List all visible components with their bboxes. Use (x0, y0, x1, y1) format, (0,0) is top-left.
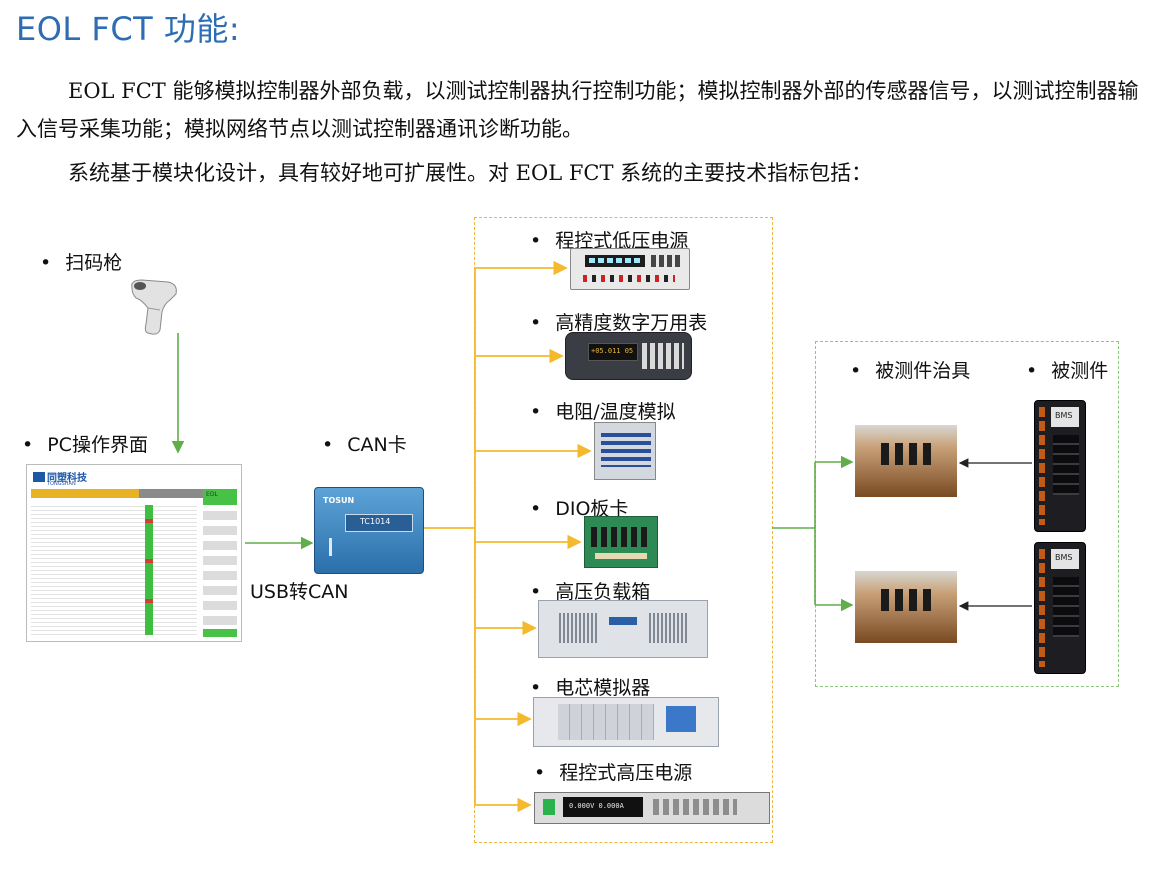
result-table (31, 503, 197, 637)
can-port (329, 538, 332, 556)
can-model: TC1014 (360, 517, 391, 526)
dmm-reading: +05.011 05 (591, 347, 634, 355)
dut-photo-1: BMS (1034, 400, 1086, 532)
progress-fill (31, 489, 140, 498)
barcode-scanner-image (131, 279, 177, 335)
fixture-photo-1 (855, 425, 957, 497)
dio-board-image (584, 516, 658, 568)
dmm-display: +05.011 05 (588, 343, 638, 361)
can-card-image: TOSUN TC1014 (314, 487, 424, 574)
lv-terminals (583, 275, 675, 282)
progress-bar (31, 489, 221, 498)
resistor-simulator-image (594, 422, 656, 480)
scanner-label: •扫码枪 (40, 252, 123, 274)
dut-label: •被测件 (1026, 360, 1109, 382)
hv-power-supply-image: 0.000V 0.000A (534, 792, 770, 824)
side-pass-indicator (203, 629, 237, 637)
dmm-image: +05.011 05 (565, 332, 692, 380)
dut2-connectors (1039, 549, 1045, 667)
hv-power-display: 0.000V 0.000A (563, 797, 643, 817)
instrument-label-dio: •DIO板卡 (530, 498, 629, 520)
status-text: EOL (206, 491, 218, 498)
fixture-label: •被测件治具 (850, 360, 971, 382)
dut1-tag: BMS (1051, 407, 1079, 427)
instrument-label-cell-sim: •电芯模拟器 (530, 677, 651, 699)
pc-logo-sub: TONGSHAN (47, 481, 76, 487)
dut2-grid (1053, 577, 1079, 637)
dut1-tag-text: BMS (1055, 411, 1073, 420)
lv-knobs (651, 255, 681, 267)
page-title: EOL FCT 功能: (16, 10, 241, 48)
fixture1-clamps (881, 443, 937, 465)
fixture-photo-2 (855, 571, 957, 643)
can-label-plate: TC1014 (345, 514, 413, 532)
instrument-label-dmm: •高精度数字万用表 (530, 312, 708, 334)
lv-power-supply-image (570, 248, 690, 290)
instrument-label-lv-power: •程控式低压电源 (530, 230, 689, 252)
dut1-grid (1053, 435, 1079, 495)
pass-column (145, 505, 153, 635)
cell-simulator-image (533, 697, 719, 747)
dio-connector (595, 553, 647, 559)
can-brand: TOSUN (323, 496, 355, 505)
hv-load-grille-left (559, 613, 599, 643)
instrument-label-resistor-sim: •电阻/温度模拟 (530, 401, 676, 423)
instrument-label-hv-power: •程控式高压电源 (534, 762, 693, 784)
hv-power-switch (543, 799, 555, 815)
dut-photo-2: BMS (1034, 542, 1086, 674)
usb-can-label: USB转CAN (250, 581, 349, 603)
hv-power-buttons (653, 799, 737, 815)
hv-load-box-image (538, 600, 708, 658)
resistor-sim-panel (601, 433, 651, 467)
pc-label: •PC操作界面 (22, 434, 148, 456)
cell-sim-modules (558, 704, 654, 740)
hv-load-badge (609, 617, 637, 625)
lv-display-digits (589, 258, 641, 263)
intro-paragraph: EOL FCT 能够模拟控制器外部负载，以测试控制器执行控制功能；模拟控制器外部… (16, 79, 1139, 141)
hv-power-reading: 0.000V 0.000A (569, 802, 624, 810)
pc-logo-icon (33, 472, 45, 482)
dut2-tag: BMS (1051, 549, 1079, 569)
dmm-buttons (642, 343, 684, 369)
spec-paragraph: 系统基于模块化设计，具有较好地可扩展性。对 EOL FCT 系统的主要技术指标包… (68, 161, 873, 185)
dut1-connectors (1039, 407, 1045, 525)
dio-chips (591, 527, 651, 547)
side-fields (203, 511, 237, 627)
hv-load-grille-right (649, 613, 689, 643)
dut2-tag-text: BMS (1055, 553, 1073, 562)
status-panel: EOL (203, 489, 237, 505)
instrument-label-hv-load: •高压负载箱 (530, 581, 651, 603)
cell-sim-screen (666, 706, 696, 732)
pc-logo: 同塑科技 (33, 469, 87, 484)
fixture2-clamps (881, 589, 937, 611)
pc-ui-screenshot: 同塑科技 TONGSHAN EOL (26, 464, 242, 642)
can-label: •CAN卡 (322, 434, 407, 456)
